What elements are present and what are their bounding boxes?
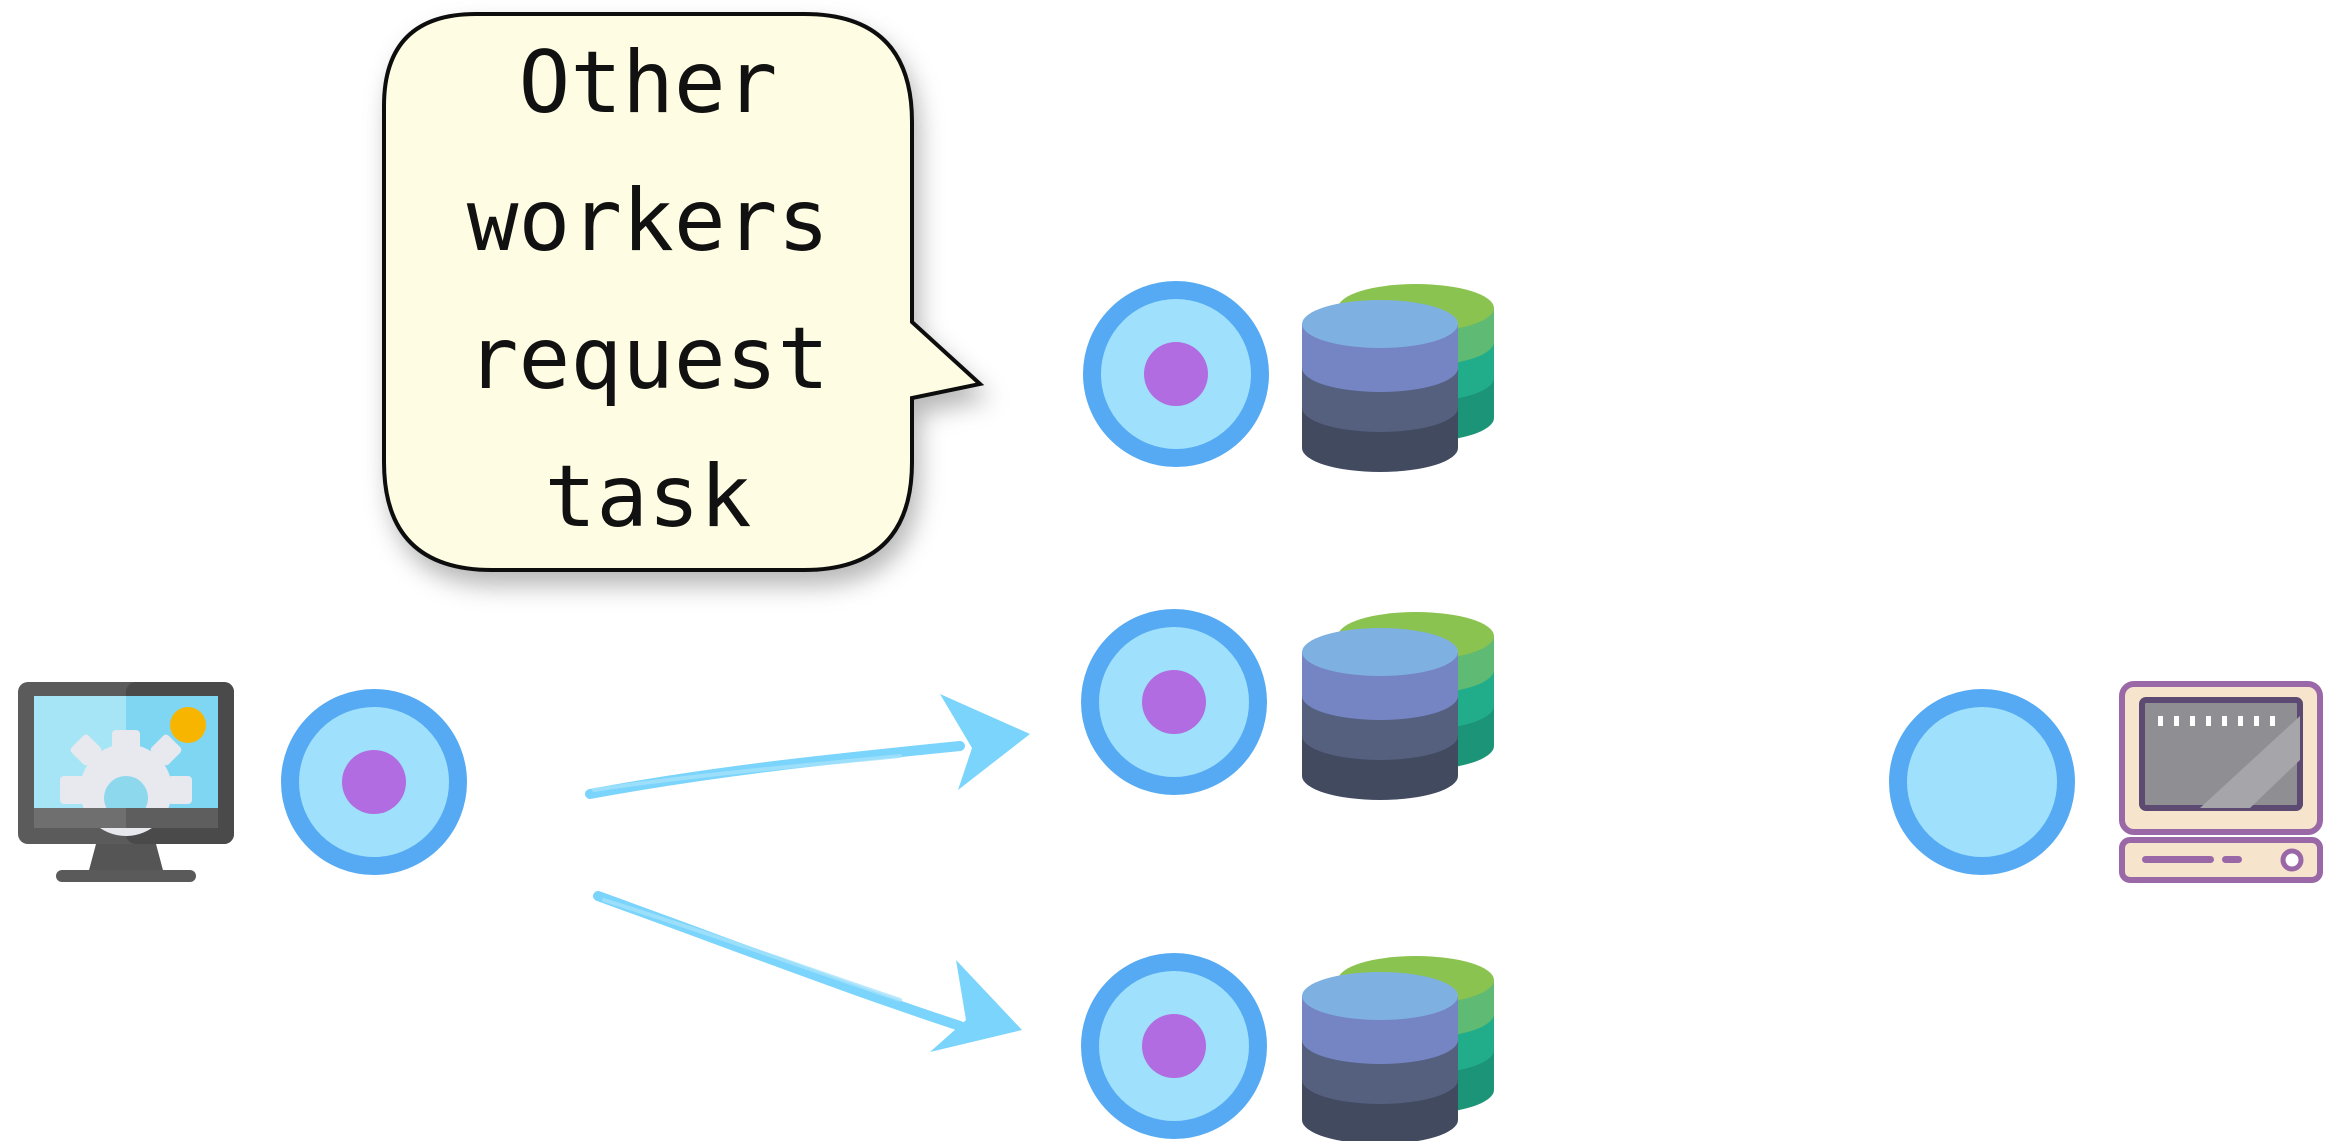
arrow-to-worker-2 <box>585 694 1030 799</box>
server-terminal-icon <box>2119 681 2323 883</box>
task-dot <box>1144 342 1208 406</box>
worker-node-1 <box>1083 281 1269 467</box>
task-dot <box>342 750 406 814</box>
database-stack-icon <box>1302 956 1494 1141</box>
callout-shape <box>382 12 985 572</box>
callout-bubble: Other workers request task <box>382 12 985 572</box>
worker-node-2 <box>1081 609 1267 795</box>
task-dot <box>1142 1014 1206 1078</box>
task-dot <box>1142 670 1206 734</box>
scheduler-node <box>1889 689 2075 875</box>
database-stack-icon <box>1302 284 1494 472</box>
worker-node-3 <box>1081 953 1267 1139</box>
callout-line-2: workers <box>467 171 829 271</box>
monitor-gear-icon <box>18 682 234 882</box>
arrow-to-worker-3 <box>593 891 1022 1052</box>
callout-line-3: request <box>467 309 829 409</box>
callout-line-1: Other <box>519 33 778 133</box>
database-stack-icon <box>1302 612 1494 800</box>
client-node <box>281 689 467 875</box>
callout-line-4: task <box>544 447 751 547</box>
